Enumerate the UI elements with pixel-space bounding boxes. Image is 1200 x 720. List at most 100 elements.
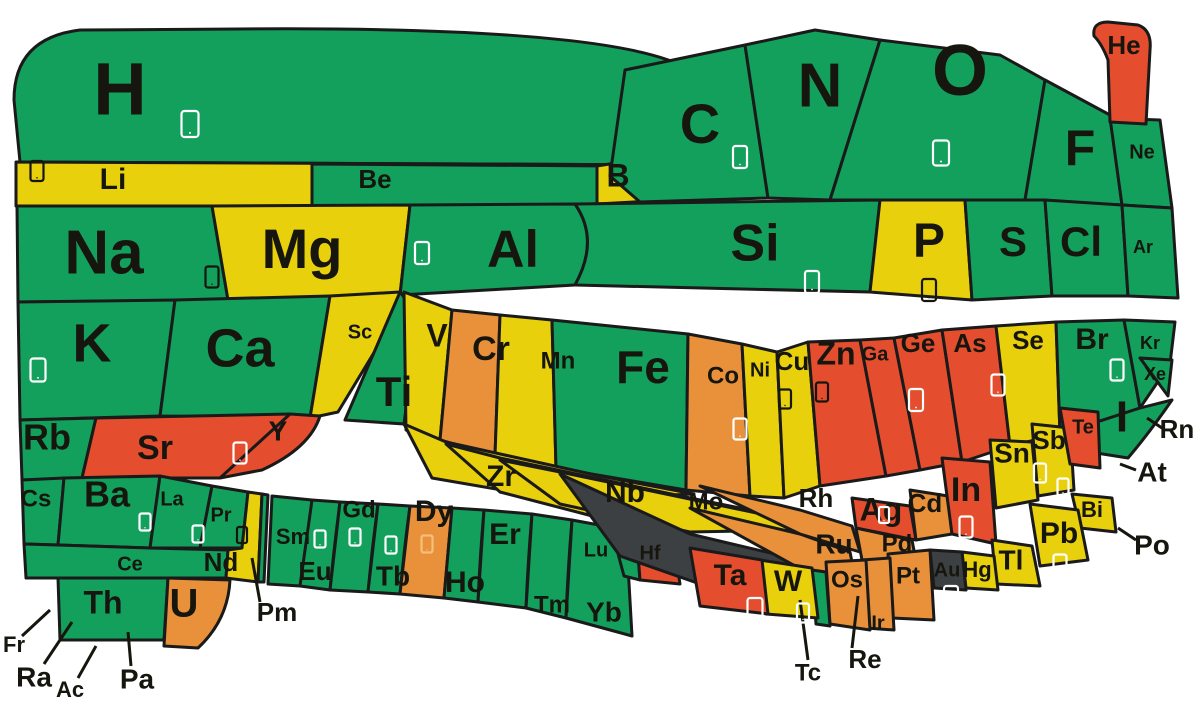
element-symbol-he[interactable]: He <box>1107 30 1140 60</box>
element-symbol-ho[interactable]: Ho <box>445 566 485 599</box>
element-symbol-nd[interactable]: Nd <box>204 547 239 577</box>
element-symbol-co[interactable]: Co <box>707 362 739 389</box>
element-symbol-zn[interactable]: Zn <box>816 335 855 371</box>
element-cell-u[interactable] <box>162 576 232 650</box>
element-symbol-mo[interactable]: Mo <box>689 488 724 515</box>
element-symbol-si[interactable]: Si <box>730 215 779 273</box>
element-symbol-u[interactable]: U <box>170 582 199 626</box>
element-symbol-cr[interactable]: Cr <box>472 330 510 368</box>
element-symbol-sc[interactable]: Sc <box>348 321 372 343</box>
element-symbol-al[interactable]: Al <box>487 221 539 279</box>
element-symbol-at[interactable]: At <box>1137 456 1167 487</box>
element-symbol-y[interactable]: Y <box>269 415 288 446</box>
element-symbol-eu[interactable]: Eu <box>298 556 331 586</box>
element-symbol-na[interactable]: Na <box>64 218 144 287</box>
element-symbol-th[interactable]: Th <box>83 584 122 620</box>
element-symbol-ir[interactable]: Ir <box>871 612 885 634</box>
element-symbol-rn[interactable]: Rn <box>1160 414 1195 444</box>
element-symbol-sn[interactable]: Sn <box>994 437 1030 468</box>
element-symbol-ti[interactable]: Ti <box>376 368 413 415</box>
element-cell-pb[interactable] <box>1028 502 1090 568</box>
element-symbol-er[interactable]: Er <box>489 518 521 551</box>
element-symbol-pb[interactable]: Pb <box>1040 517 1078 550</box>
element-symbol-cd[interactable]: Cd <box>908 488 943 518</box>
element-cell-co[interactable] <box>684 332 752 498</box>
element-symbol-te[interactable]: Te <box>1072 416 1094 438</box>
element-symbol-pd[interactable]: Pd <box>882 530 913 557</box>
element-cell-xe[interactable] <box>1138 356 1174 398</box>
element-symbol-f[interactable]: F <box>1065 120 1096 176</box>
element-symbol-ra[interactable]: Ra <box>16 661 52 692</box>
element-symbol-li[interactable]: Li <box>100 163 127 196</box>
element-cell-pm[interactable] <box>256 492 270 584</box>
element-symbol-rh[interactable]: Rh <box>799 483 834 513</box>
element-symbol-cs[interactable]: Cs <box>21 485 52 512</box>
element-symbol-b[interactable]: B <box>606 157 629 193</box>
element-symbol-tl[interactable]: Tl <box>999 544 1024 575</box>
element-symbol-kr[interactable]: Kr <box>1140 333 1160 353</box>
element-symbol-po[interactable]: Po <box>1134 529 1170 560</box>
element-cell-ar[interactable] <box>1120 203 1180 300</box>
element-symbol-au[interactable]: Au <box>934 559 961 581</box>
element-symbol-lu[interactable]: Lu <box>584 539 608 561</box>
element-symbol-tc[interactable]: Tc <box>795 659 821 686</box>
element-symbol-c[interactable]: C <box>680 92 720 155</box>
element-symbol-sb[interactable]: Sb <box>1032 425 1065 455</box>
element-symbol-pm[interactable]: Pm <box>257 597 297 627</box>
element-symbol-se[interactable]: Se <box>1012 325 1044 355</box>
element-symbol-xe[interactable]: Xe <box>1144 364 1166 384</box>
element-symbol-h[interactable]: H <box>93 48 146 131</box>
element-symbol-os[interactable]: Os <box>831 566 863 593</box>
element-symbol-sm[interactable]: Sm <box>276 524 310 549</box>
element-symbol-br[interactable]: Br <box>1075 323 1109 356</box>
element-symbol-as[interactable]: As <box>953 328 986 358</box>
element-symbol-p[interactable]: P <box>913 215 945 268</box>
element-symbol-la[interactable]: La <box>160 488 184 510</box>
element-symbol-ne[interactable]: Ne <box>1129 141 1155 163</box>
element-symbol-re[interactable]: Re <box>848 644 881 674</box>
element-symbol-n[interactable]: N <box>798 51 843 120</box>
element-symbol-gd[interactable]: Gd <box>342 496 375 523</box>
element-symbol-tm[interactable]: Tm <box>534 591 570 618</box>
element-symbol-i[interactable]: I <box>1116 393 1128 442</box>
element-symbol-be[interactable]: Be <box>358 164 391 194</box>
element-symbol-ba[interactable]: Ba <box>84 474 131 515</box>
element-symbol-ta[interactable]: Ta <box>714 559 747 592</box>
element-cell-y[interactable] <box>218 412 322 480</box>
element-symbol-in[interactable]: In <box>951 471 981 509</box>
element-symbol-sr[interactable]: Sr <box>137 429 173 467</box>
element-symbol-ga[interactable]: Ga <box>862 343 890 365</box>
element-symbol-s[interactable]: S <box>999 218 1027 265</box>
element-symbol-mg[interactable]: Mg <box>262 217 343 280</box>
element-symbol-pa[interactable]: Pa <box>120 663 155 694</box>
element-symbol-pr[interactable]: Pr <box>210 504 231 526</box>
element-symbol-ag[interactable]: Ag <box>860 491 903 527</box>
element-cell-zr[interactable] <box>402 422 696 502</box>
element-symbol-yb[interactable]: Yb <box>586 596 622 627</box>
element-symbol-cl[interactable]: Cl <box>1060 218 1102 265</box>
element-cell-rh[interactable] <box>698 484 862 554</box>
element-symbol-ge[interactable]: Ge <box>901 328 936 358</box>
element-symbol-fe[interactable]: Fe <box>616 341 670 393</box>
element-symbol-ac[interactable]: Ac <box>56 677 84 702</box>
element-cell-si[interactable] <box>573 198 882 294</box>
element-symbol-hg[interactable]: Hg <box>962 557 991 582</box>
element-symbol-ni[interactable]: Ni <box>750 359 770 381</box>
element-symbol-w[interactable]: W <box>774 565 803 598</box>
element-symbol-k[interactable]: K <box>73 313 112 373</box>
element-symbol-fr[interactable]: Fr <box>3 632 25 657</box>
element-symbol-o[interactable]: O <box>932 31 988 111</box>
element-symbol-dy[interactable]: Dy <box>415 495 454 528</box>
element-cell-he[interactable] <box>1092 20 1152 126</box>
element-cell-sc[interactable] <box>308 290 402 420</box>
element-symbol-ru[interactable]: Ru <box>815 528 852 559</box>
element-symbol-bi[interactable]: Bi <box>1081 497 1103 522</box>
element-symbol-zr[interactable]: Zr <box>486 460 516 493</box>
element-cell-te[interactable] <box>1058 406 1102 470</box>
element-symbol-ar[interactable]: Ar <box>1133 237 1153 257</box>
element-symbol-rb[interactable]: Rb <box>23 417 71 458</box>
element-symbol-mn[interactable]: Mn <box>541 347 576 374</box>
element-symbol-pt[interactable]: Pt <box>896 562 920 589</box>
element-symbol-v[interactable]: V <box>426 317 448 353</box>
element-symbol-tb[interactable]: Tb <box>376 560 410 591</box>
